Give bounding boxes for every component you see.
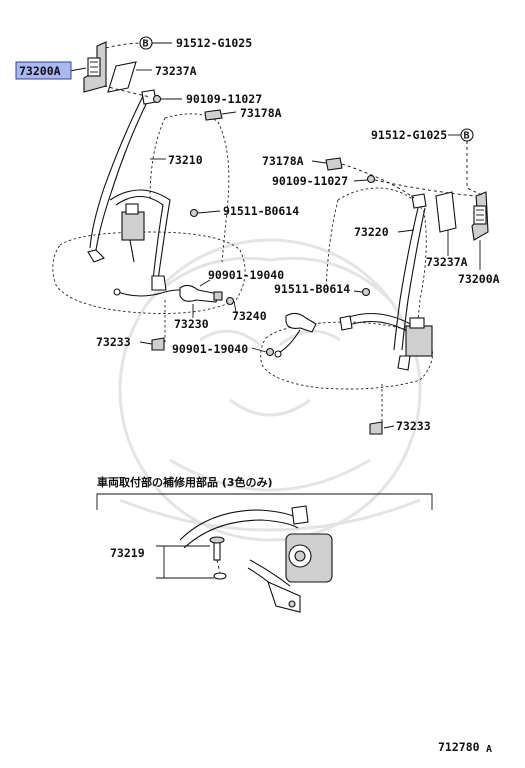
right-cover-cap [325, 157, 343, 171]
left-floor-cover [151, 337, 165, 351]
label-73178a-right: 73178A [262, 154, 304, 168]
left-buckle-bolt [225, 296, 235, 306]
highlighted-part-box [15, 61, 72, 80]
center-bolt [265, 347, 275, 357]
left-seat-outline [52, 113, 246, 342]
label-91511-right: 91511-B0614 [274, 282, 350, 296]
figure-number-suffix: A [486, 744, 492, 755]
right-upper-anchor [471, 191, 489, 241]
label-73230: 73230 [174, 317, 209, 331]
right-buckle-bolt [361, 287, 371, 297]
inset-caption: 車両取付部の補修用部品 (3色のみ) [97, 475, 273, 489]
left-belt-assembly [87, 89, 171, 291]
figure-number: 712780 A [438, 740, 492, 755]
right-bolt-marker: B [460, 128, 474, 142]
right-anchor-bolt [366, 174, 376, 184]
label-73210: 73210 [168, 153, 203, 167]
label-73233-right: 73233 [396, 419, 431, 433]
left-cover-cap [204, 109, 223, 121]
label-91511-left: 91511-B0614 [223, 204, 299, 218]
repair-parts-inset: 車両取付部の補修用部品 (3色のみ) 73219 [96, 475, 433, 613]
figure-number-text: 712780 [438, 740, 480, 754]
label-73237a-left: 73237A [155, 64, 197, 78]
label-73219: 73219 [110, 546, 145, 560]
watermark-emblem [118, 238, 422, 542]
label-73200a-left: 73200A [19, 64, 61, 78]
label-91512-left: 91512-G1025 [176, 36, 252, 50]
label-90109-left: 90109-11027 [186, 92, 262, 106]
label-73178a-left: 73178A [240, 106, 282, 120]
left-anchor-bolt [152, 94, 162, 104]
left-buckle [179, 284, 223, 303]
left-upper-anchor [83, 41, 107, 93]
label-73220: 73220 [354, 225, 389, 239]
right-buckle [274, 312, 317, 358]
svg-text:B: B [464, 131, 470, 142]
label-90109-right: 90109-11027 [272, 174, 348, 188]
right-anchor-cover [435, 191, 457, 233]
label-91512-right: 91512-G1025 [371, 128, 447, 142]
svg-text:B: B [143, 39, 149, 50]
right-belt-assembly [339, 193, 433, 371]
left-anchor-cover [107, 61, 137, 93]
label-90901-top: 90901-19040 [208, 268, 284, 282]
label-90901-bottom: 90901-19040 [172, 342, 248, 356]
left-retractor-bolt [189, 208, 199, 218]
left-leader-lines [69, 42, 267, 353]
left-labels: 73200A 91512-G1025 73237A 90109-11027 73… [15, 36, 299, 356]
left-bolt-marker: B [139, 36, 153, 50]
label-73240: 73240 [232, 309, 267, 323]
right-floor-cover [369, 421, 383, 435]
label-73200a-right: 73200A [458, 272, 500, 286]
right-labels: 91512-G1025 73178A 90109-11027 73220 732… [262, 128, 500, 433]
right-leader-lines [311, 134, 485, 429]
label-73237a-right: 73237A [426, 255, 468, 269]
label-73233-left: 73233 [96, 335, 131, 349]
